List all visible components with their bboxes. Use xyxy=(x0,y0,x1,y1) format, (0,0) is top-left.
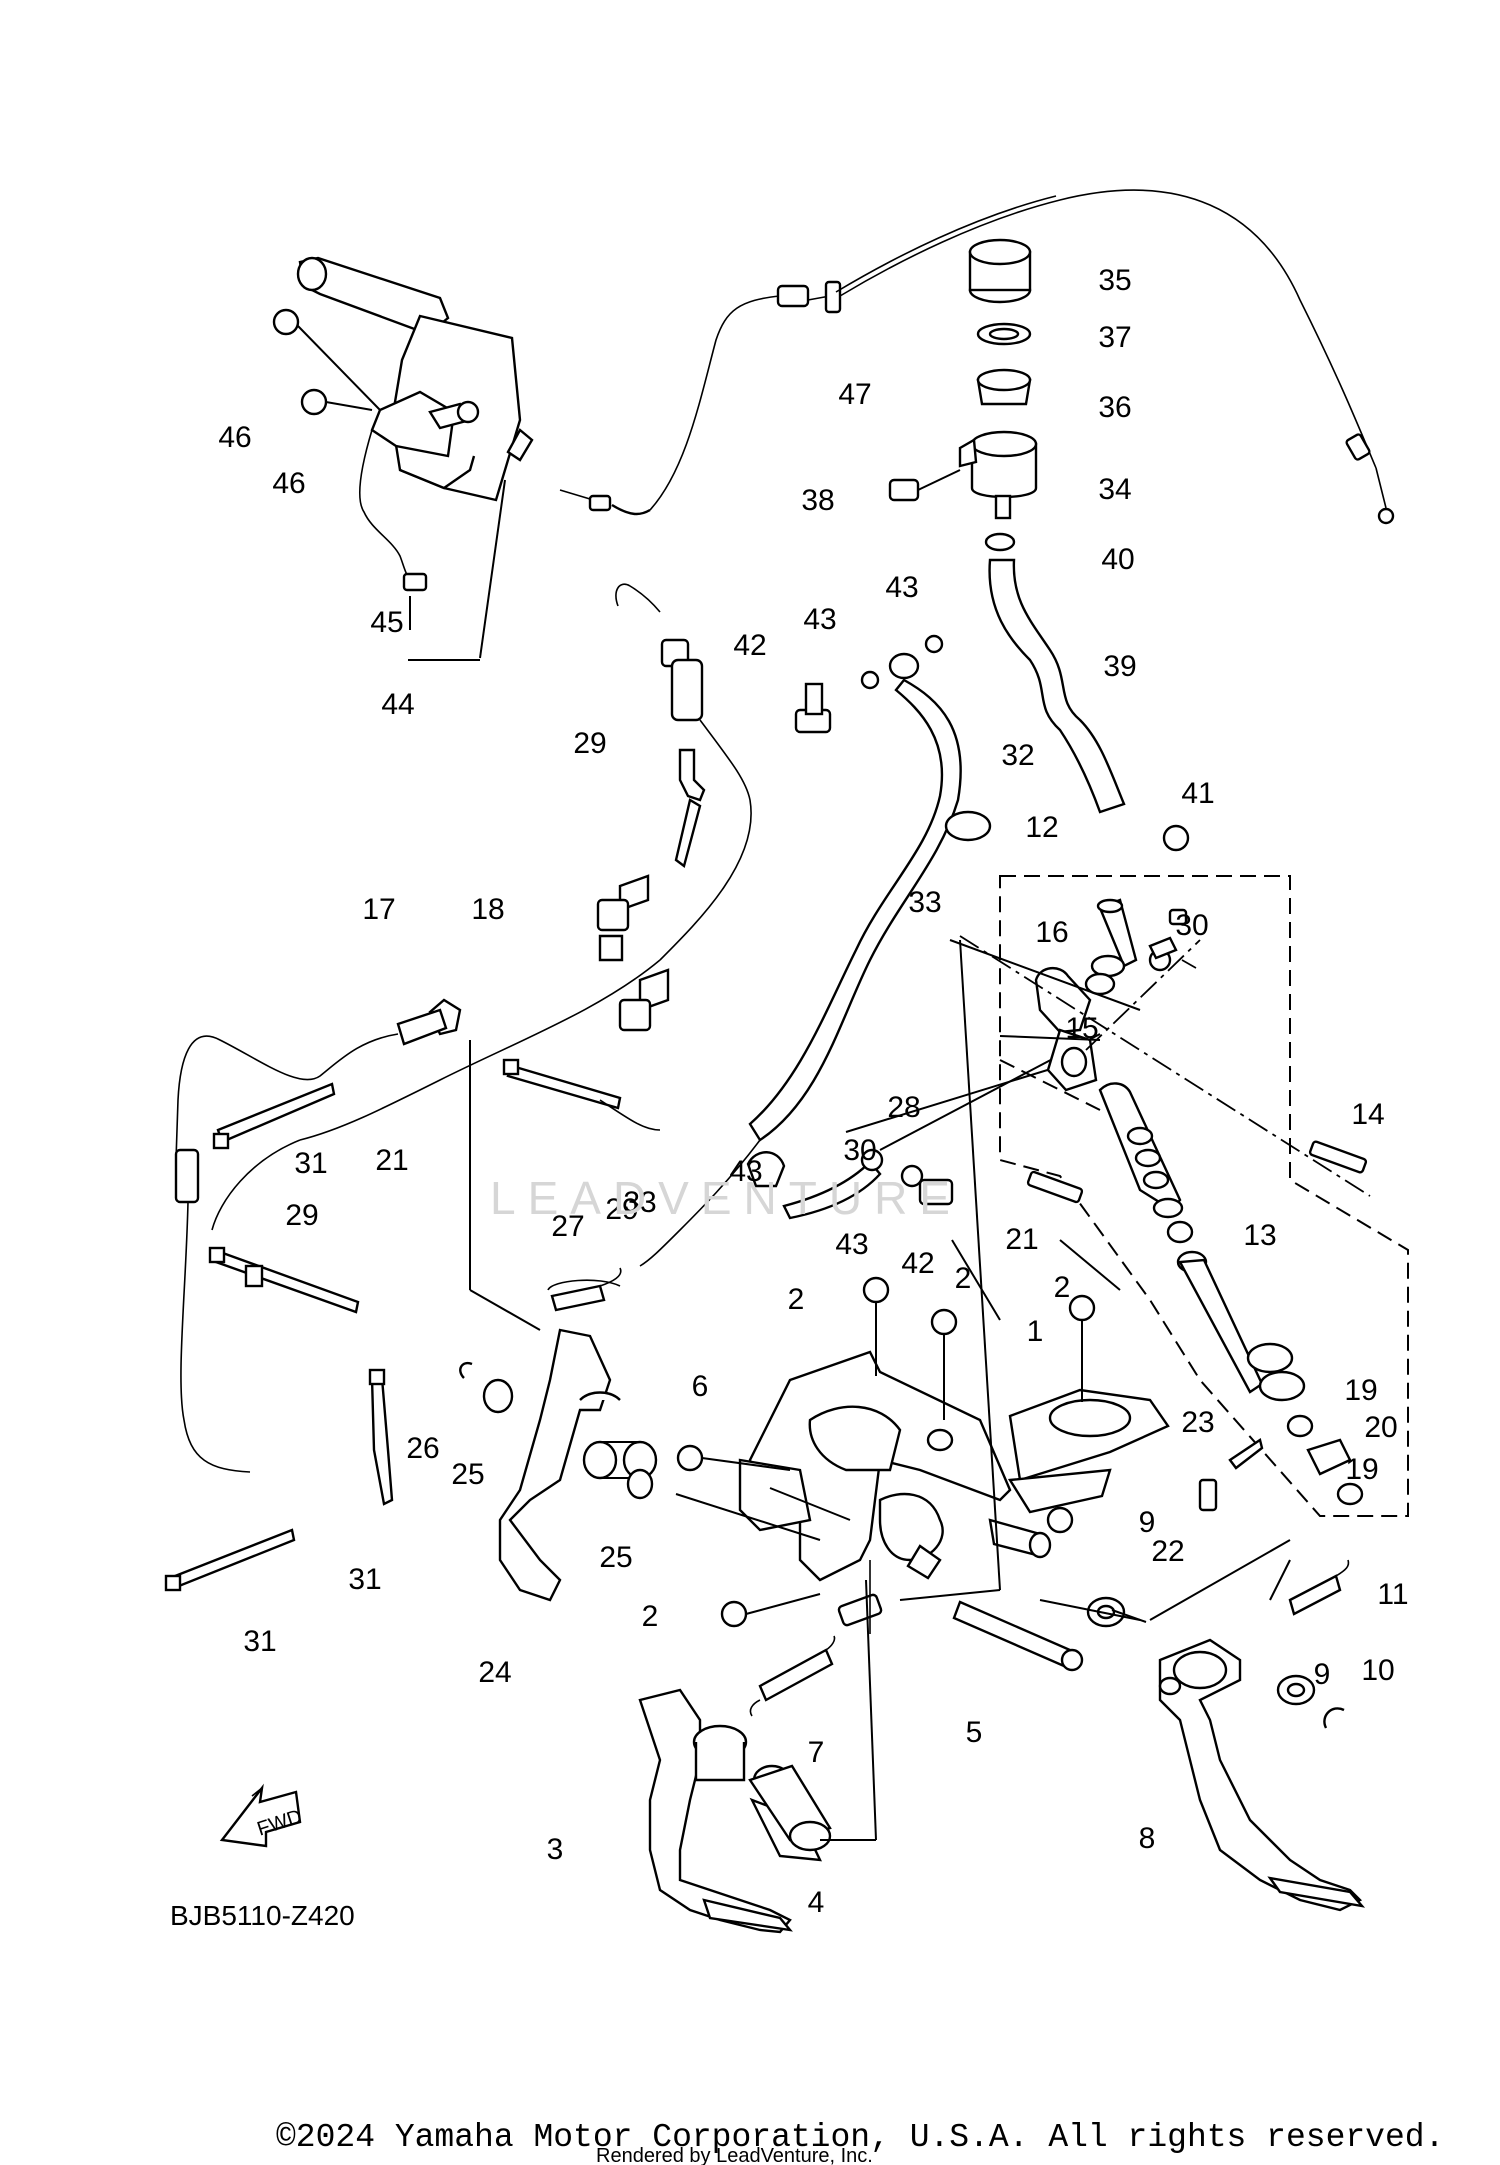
callout-3: 3 xyxy=(547,1833,564,1866)
callout-8: 8 xyxy=(1139,1822,1156,1855)
callout-27: 27 xyxy=(551,1210,584,1243)
callout-43: 43 xyxy=(885,571,918,604)
master-cylinder-kit xyxy=(951,875,1409,1517)
callout-43: 43 xyxy=(729,1155,762,1188)
rendered-by: Rendered by LeadVenture, Inc. xyxy=(596,2145,873,2165)
callout-35: 35 xyxy=(1098,264,1131,297)
callout-33: 33 xyxy=(623,1186,656,1219)
parking-brake-cable xyxy=(559,189,1395,525)
leader-lines xyxy=(469,939,1291,1623)
callout-25: 25 xyxy=(599,1541,632,1574)
callout-42: 42 xyxy=(901,1247,934,1280)
callout-29: 29 xyxy=(573,727,606,760)
callout-9: 9 xyxy=(1139,1506,1156,1539)
callout-4: 4 xyxy=(808,1886,825,1919)
callout-31: 31 xyxy=(348,1563,381,1596)
callout-33: 33 xyxy=(908,886,941,919)
parking-brake-lever xyxy=(272,256,534,661)
copyright-notice: ©2024 Yamaha Motor Corporation, U.S.A. A… xyxy=(276,2119,1444,2156)
callout-7: 7 xyxy=(808,1736,825,1769)
callout-46: 46 xyxy=(272,467,305,500)
callout-23: 23 xyxy=(1181,1406,1214,1439)
callout-30: 30 xyxy=(843,1134,876,1167)
callout-34: 34 xyxy=(1098,473,1131,506)
callout-11: 11 xyxy=(1377,1578,1408,1611)
callout-30: 30 xyxy=(1175,909,1208,942)
callout-labels: 3537363438404746464544434342393229411233… xyxy=(218,264,1408,1919)
callout-2: 2 xyxy=(788,1283,805,1316)
callout-37: 37 xyxy=(1098,321,1131,354)
callout-28: 28 xyxy=(887,1091,920,1124)
callout-40: 40 xyxy=(1101,543,1134,576)
callout-43: 43 xyxy=(835,1228,868,1261)
callout-10: 10 xyxy=(1361,1654,1394,1687)
callout-19: 19 xyxy=(1345,1453,1378,1486)
callout-6: 6 xyxy=(692,1370,709,1403)
callout-1: 1 xyxy=(1027,1315,1044,1348)
watermark: LEADVENTURE xyxy=(490,1172,962,1224)
brake-cable-harness xyxy=(164,583,752,1592)
callout-13: 13 xyxy=(1243,1219,1276,1252)
callout-44: 44 xyxy=(381,688,414,721)
callout-29: 29 xyxy=(285,1199,318,1232)
callout-2: 2 xyxy=(642,1600,659,1633)
callout-20: 20 xyxy=(1364,1411,1397,1444)
callout-9: 9 xyxy=(1314,1658,1331,1691)
callout-32: 32 xyxy=(1001,739,1034,772)
brake-hose xyxy=(639,634,1101,1267)
callout-24: 24 xyxy=(478,1656,511,1689)
callout-12: 12 xyxy=(1025,811,1058,844)
callout-46: 46 xyxy=(218,421,251,454)
callout-41: 41 xyxy=(1181,777,1214,810)
callout-19: 19 xyxy=(1344,1374,1377,1407)
pedal-bracket xyxy=(676,1276,1170,1672)
pedal-3 xyxy=(638,1579,877,1934)
callout-5: 5 xyxy=(966,1716,983,1749)
callout-39: 39 xyxy=(1103,650,1136,683)
callout-26: 26 xyxy=(406,1432,439,1465)
callout-38: 38 xyxy=(801,484,834,517)
callout-16: 16 xyxy=(1035,916,1068,949)
callout-31: 31 xyxy=(294,1147,327,1180)
callout-2: 2 xyxy=(955,1262,972,1295)
callout-18: 18 xyxy=(471,893,504,926)
callout-21: 21 xyxy=(375,1144,408,1177)
callout-14: 14 xyxy=(1351,1098,1384,1131)
diagram-code: BJB5110-Z420 xyxy=(170,1900,355,1931)
callout-45: 45 xyxy=(370,606,403,639)
callout-42: 42 xyxy=(733,629,766,662)
reservoir-assembly xyxy=(888,238,1190,852)
callout-17: 17 xyxy=(362,893,395,926)
callout-22: 22 xyxy=(1151,1535,1184,1568)
callout-2: 2 xyxy=(1054,1271,1071,1304)
fwd-arrow-icon: FWD xyxy=(219,1783,305,1848)
callout-29: 29 xyxy=(605,1193,638,1226)
callout-15: 15 xyxy=(1065,1012,1098,1045)
callout-43: 43 xyxy=(803,603,836,636)
pedal-24 xyxy=(459,1267,658,1602)
callout-47: 47 xyxy=(838,378,871,411)
callout-21: 21 xyxy=(1005,1223,1038,1256)
callout-31: 31 xyxy=(243,1625,276,1658)
callout-25: 25 xyxy=(451,1458,484,1491)
pedal-8 xyxy=(1086,1539,1366,1912)
callout-36: 36 xyxy=(1098,391,1131,424)
